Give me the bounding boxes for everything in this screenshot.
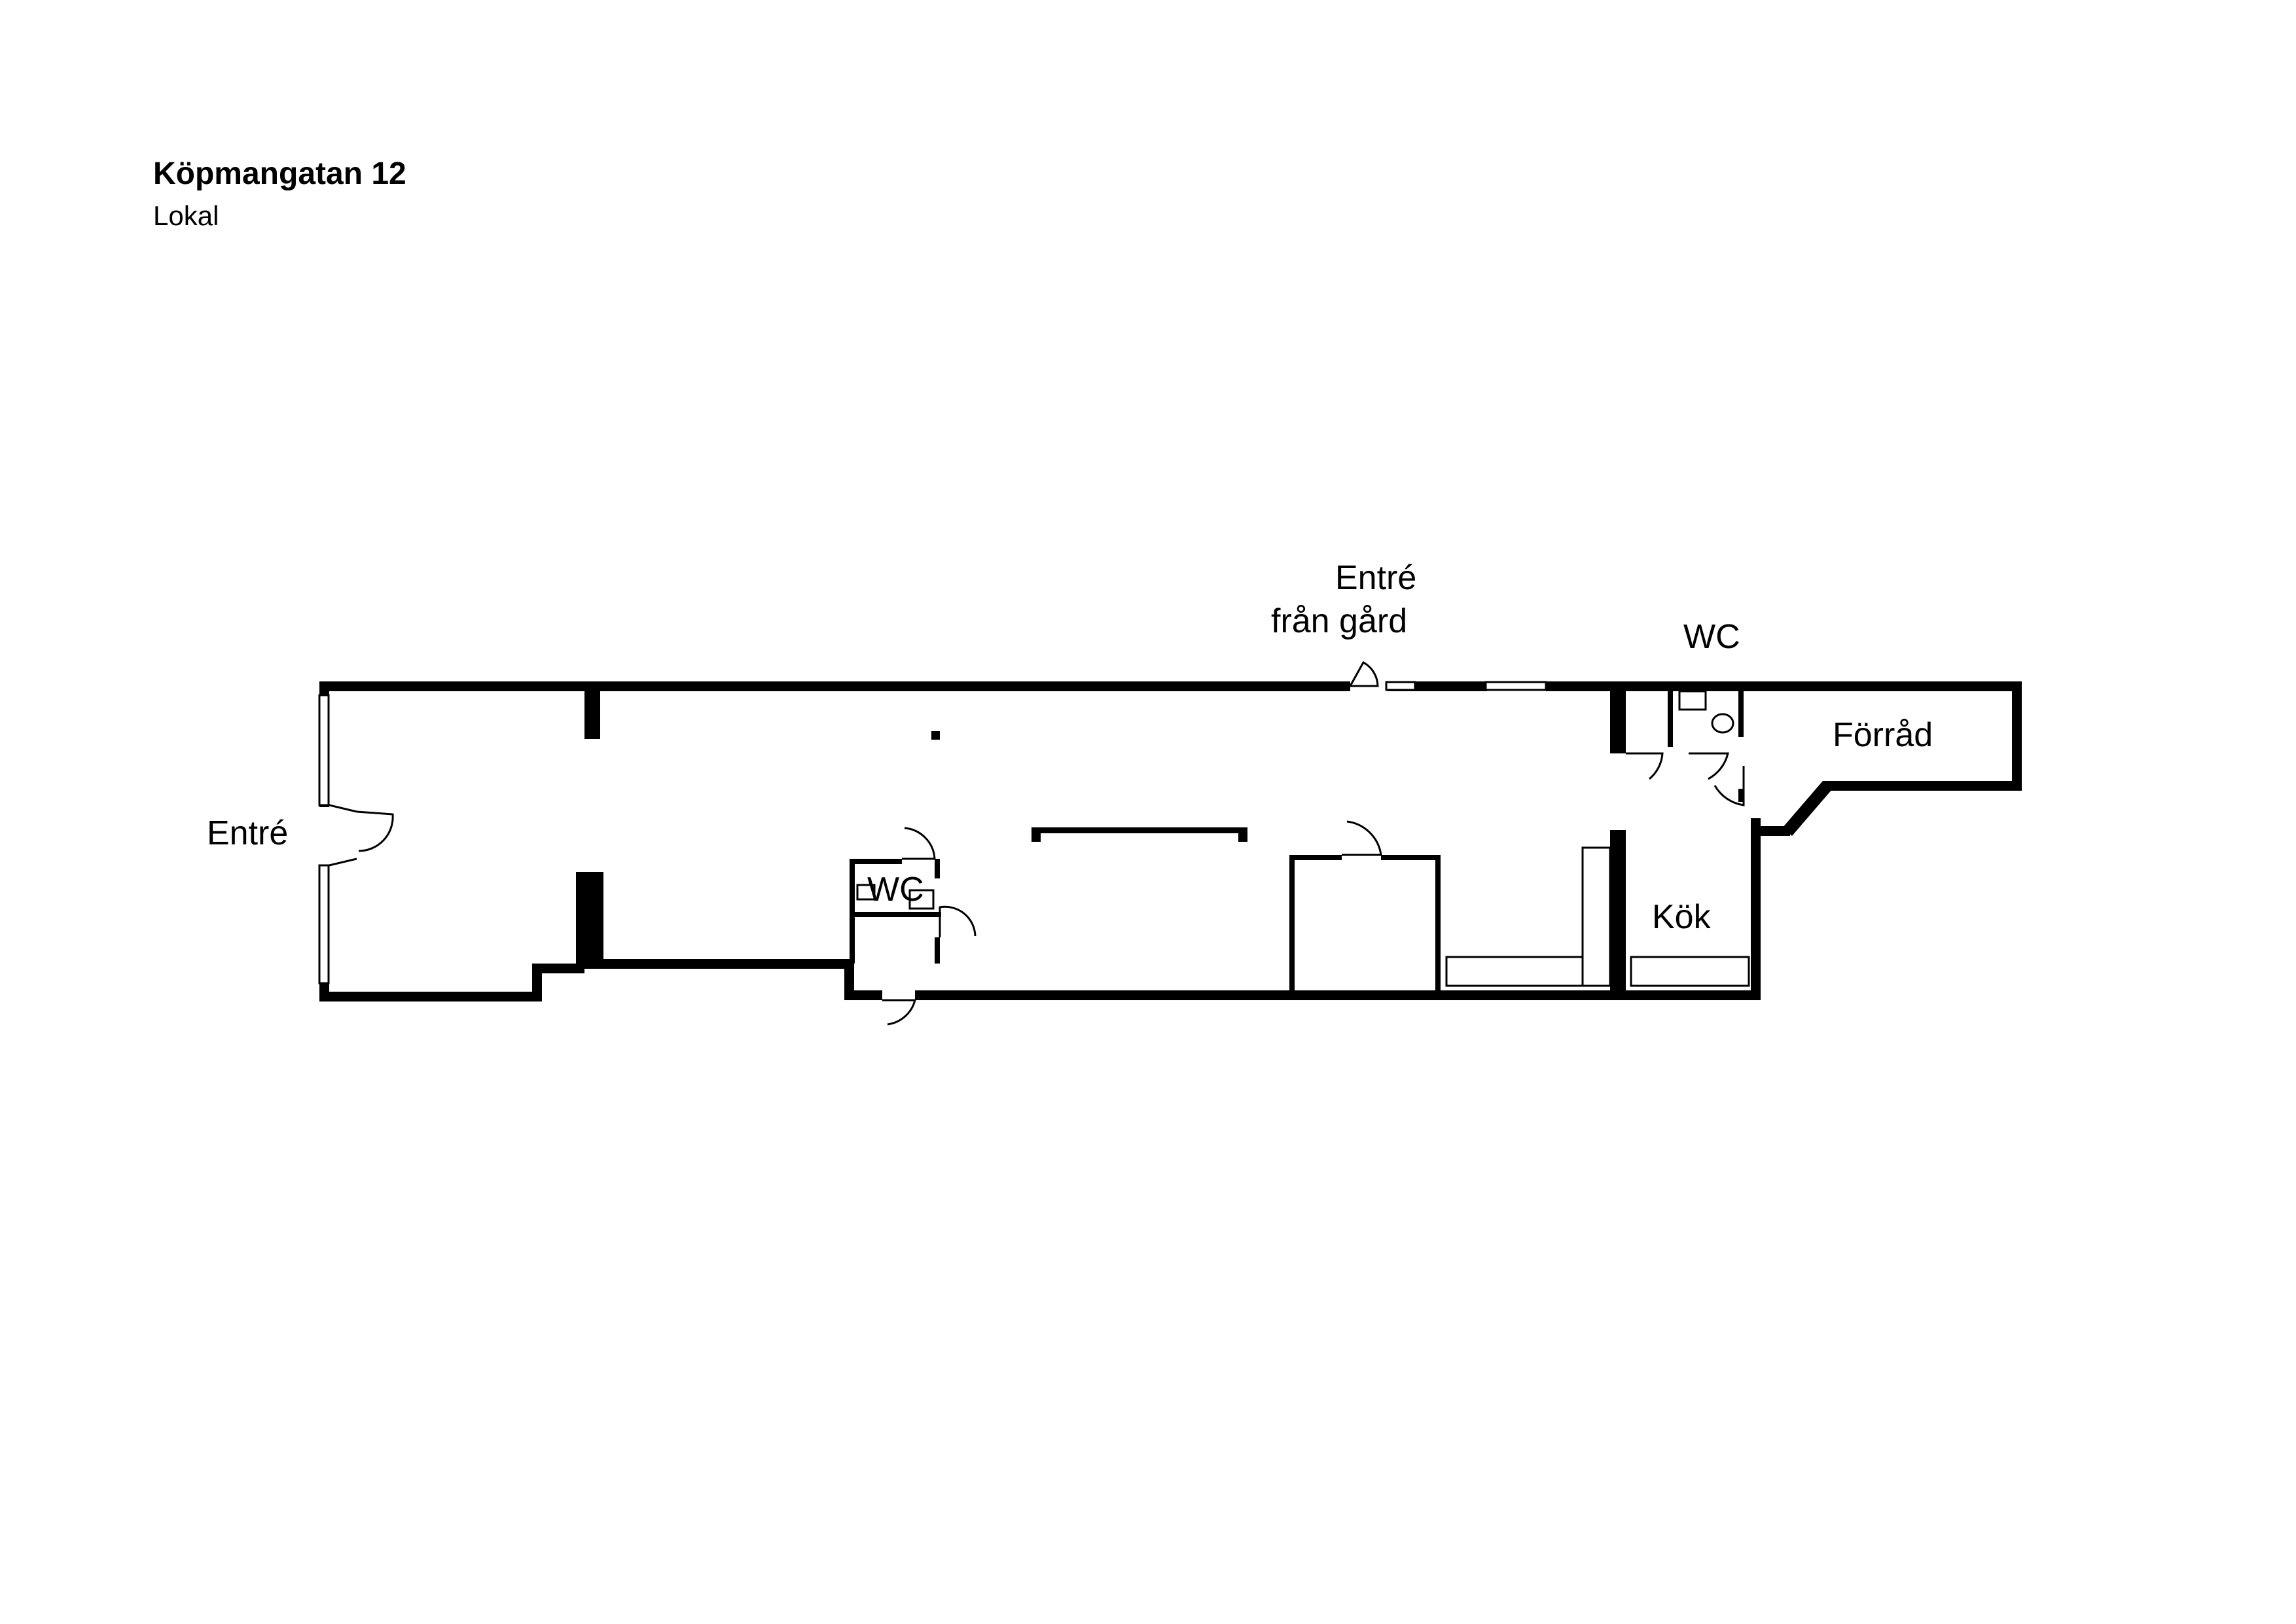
exterior-walls	[319, 681, 2022, 1001]
doors	[329, 660, 1745, 1026]
label-kok: Kök	[1652, 898, 1712, 936]
label-entre-gard-1: Entré	[1335, 559, 1416, 597]
interior-walls	[576, 681, 1744, 992]
plan-title: Köpmangatan 12	[153, 156, 406, 191]
label-entre: Entré	[207, 814, 288, 852]
fixtures	[856, 690, 1750, 987]
plan-subtitle: Lokal	[153, 200, 219, 231]
label-entre-gard-2: från gård	[1271, 602, 1407, 640]
label-wc-small: WC	[867, 871, 924, 909]
label-wc-top: WC	[1683, 618, 1740, 656]
label-forrad: Förråd	[1833, 716, 1933, 754]
windows	[318, 681, 1547, 984]
